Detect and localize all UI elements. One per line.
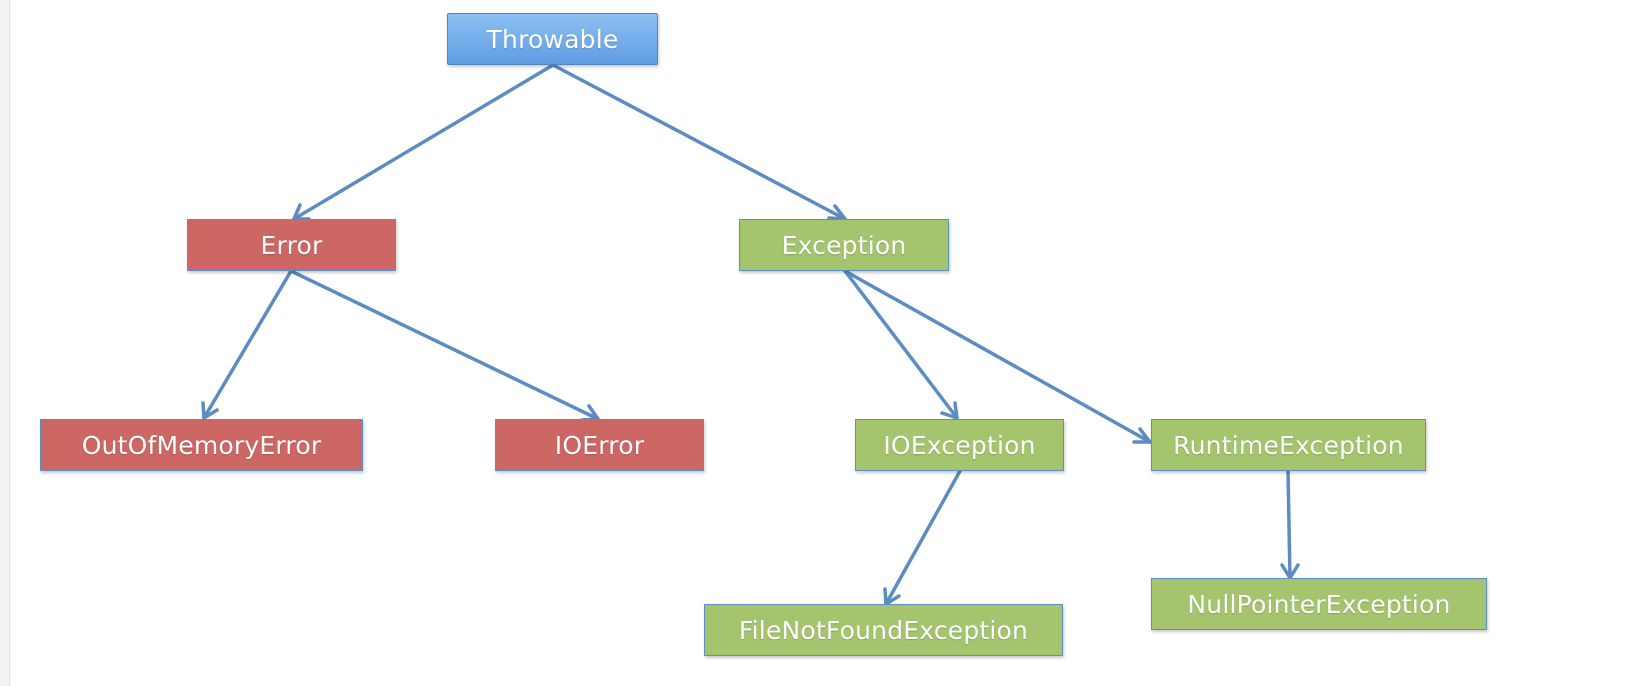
node-ioerror: IOError [495, 419, 704, 471]
edge-exception-ioexception [843, 269, 959, 420]
edge-throwable-error [292, 63, 555, 221]
node-nullpointerexception: NullPointerException [1151, 578, 1487, 630]
edge-exception-runtimeexception [843, 269, 1152, 444]
edge-error-outofmemoryerror [201, 269, 293, 420]
node-filenotfoundexception: FileNotFoundException [704, 604, 1063, 656]
edge-runtimeexception-nullpointerexception [1280, 469, 1300, 580]
node-throwable: Throwable [447, 13, 658, 65]
node-error: Error [187, 219, 396, 271]
edge-ioexception-filenotfoundexception [883, 469, 962, 606]
edge-throwable-exception [551, 63, 847, 221]
page-left-border [0, 0, 10, 686]
edge-error-ioerror [289, 269, 600, 422]
node-exception: Exception [739, 219, 949, 271]
node-runtimeexception: RuntimeException [1151, 419, 1426, 471]
node-outofmemoryerror: OutOfMemoryError [40, 419, 363, 471]
node-ioexception: IOException [855, 419, 1064, 471]
